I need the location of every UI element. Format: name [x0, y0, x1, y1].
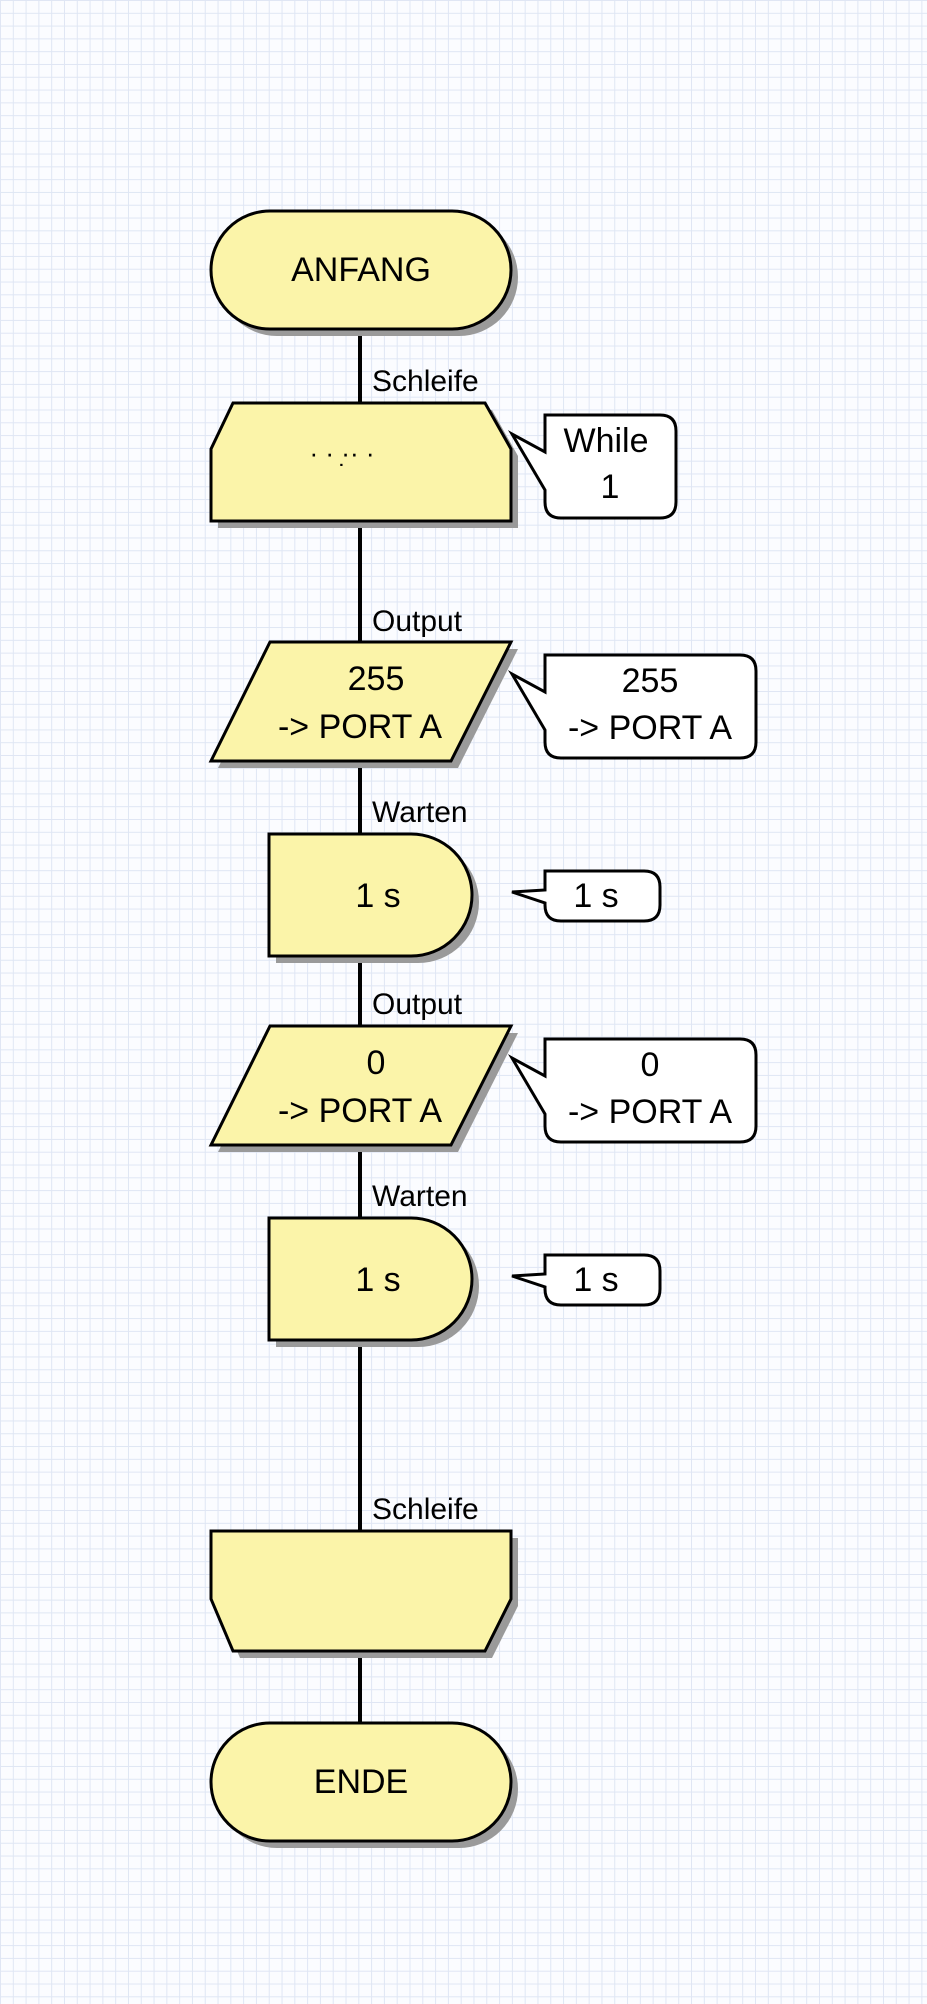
output2-line2: -> PORT A [278, 1092, 442, 1130]
loop-begin-block[interactable]: · · ·̣· · [209, 401, 518, 528]
loop-begin-text: · · ·̣· · [310, 438, 375, 468]
start-label: ANFANG [291, 251, 431, 289]
wait1-text: 1 s [355, 877, 400, 915]
loop-end-caption: Schleife [372, 1493, 479, 1526]
loop-begin-bubble-line2: 1 [601, 468, 620, 506]
output1-line1: 255 [348, 660, 405, 698]
wait1-block[interactable]: 1 s [267, 832, 479, 963]
end-label: ENDE [314, 1763, 408, 1801]
wait2-caption: Warten [372, 1180, 468, 1213]
loop-end-block[interactable] [209, 1529, 518, 1658]
loop-begin-caption: Schleife [372, 365, 479, 398]
output1-line2: -> PORT A [278, 708, 442, 746]
output2-bubble-line2: -> PORT A [568, 1093, 732, 1131]
output1-block[interactable]: 255 -> PORT A [208, 640, 518, 768]
wait2-text: 1 s [355, 1261, 400, 1299]
wait2-bubble-text: 1 s [573, 1261, 618, 1299]
wait2-block[interactable]: 1 s [267, 1216, 479, 1347]
loop-begin-comment-bubble: While 1 [507, 413, 678, 520]
output2-block[interactable]: 0 -> PORT A [208, 1024, 518, 1152]
output1-caption: Output [372, 605, 463, 638]
wait1-bubble-text: 1 s [573, 877, 618, 915]
output2-line1: 0 [367, 1044, 386, 1082]
wait2-comment-bubble: 1 s [511, 1253, 662, 1307]
output1-comment-bubble: 255 -> PORT A [507, 653, 758, 760]
wait1-comment-bubble: 1 s [511, 869, 662, 923]
output1-bubble-line1: 255 [622, 662, 679, 700]
start-terminator[interactable]: ANFANG [209, 209, 518, 336]
end-terminator[interactable]: ENDE [209, 1721, 518, 1848]
output2-comment-bubble: 0 -> PORT A [507, 1037, 758, 1144]
loop-begin-bubble-line1: While [563, 422, 648, 460]
output2-bubble-line1: 0 [641, 1046, 660, 1084]
output1-bubble-line2: -> PORT A [568, 709, 732, 747]
wait1-caption: Warten [372, 796, 468, 829]
output2-caption: Output [372, 988, 463, 1021]
